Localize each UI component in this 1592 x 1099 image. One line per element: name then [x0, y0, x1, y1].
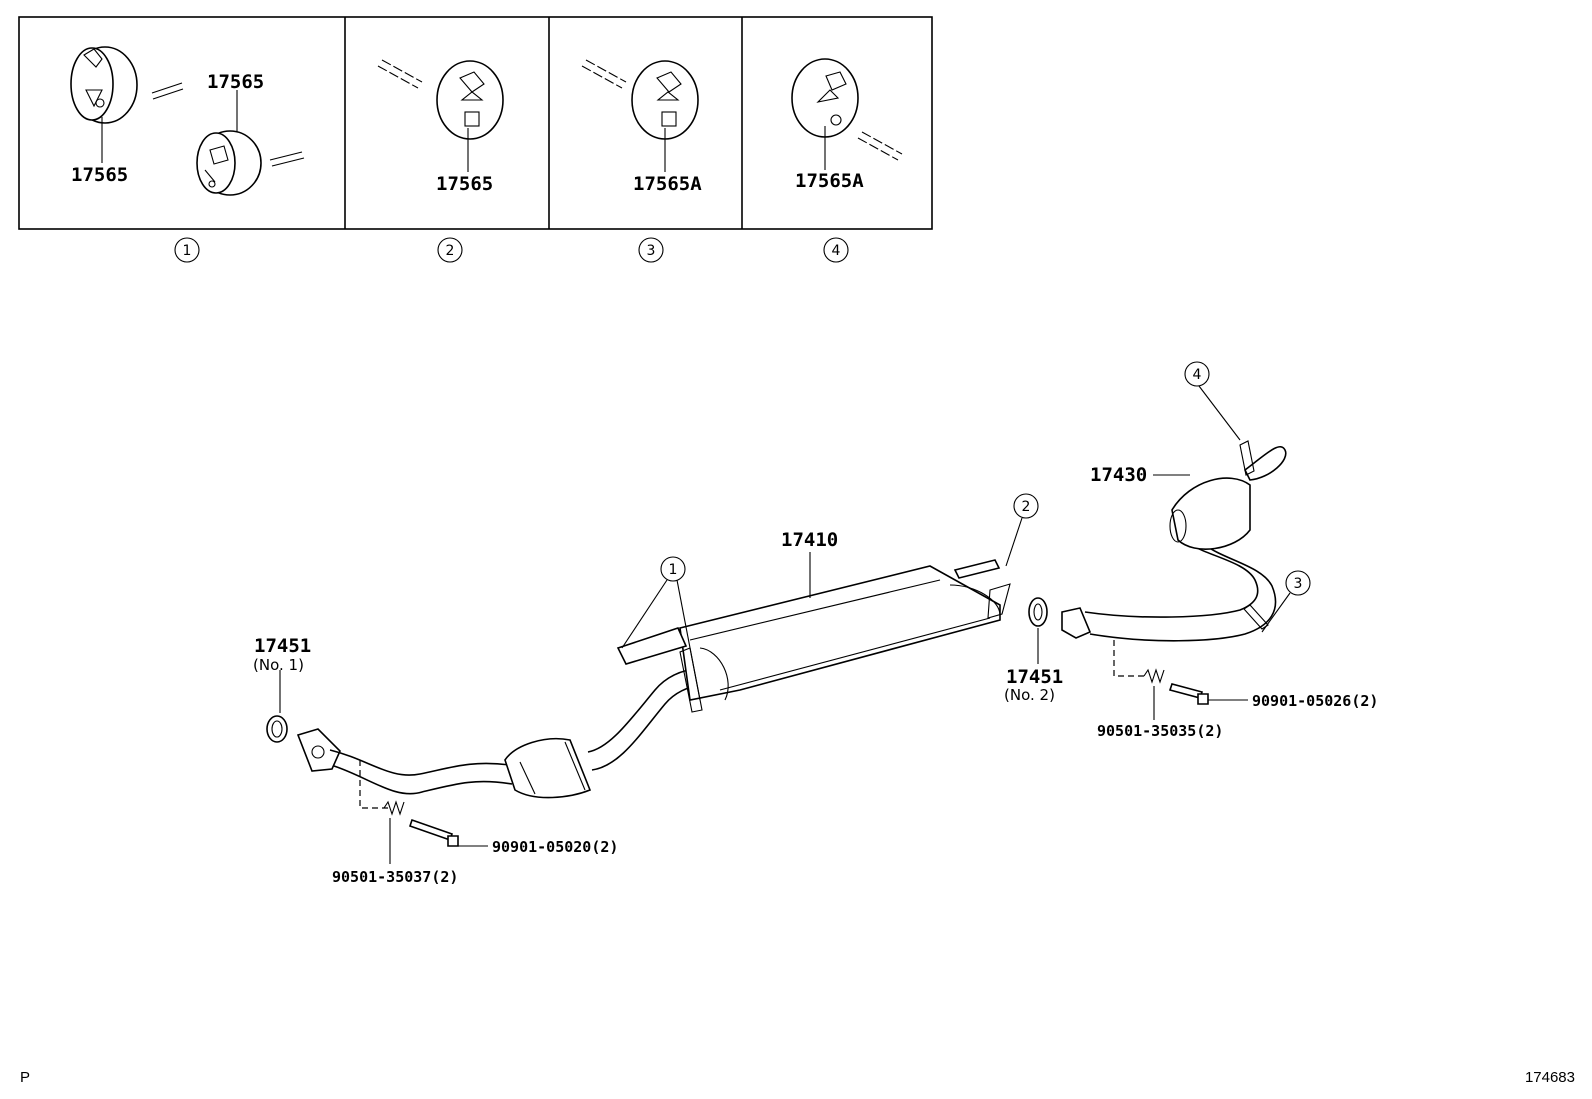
rubber-hanger-icon: [631, 60, 699, 140]
catalytic-converter: [504, 737, 592, 799]
rear-bolt-number: 90901-05026(2): [1252, 692, 1378, 710]
callout-1: 1: [621, 556, 701, 701]
tail-pipe-number: 17430: [1090, 464, 1147, 486]
inset-number-3: 3: [638, 237, 664, 263]
spring-icon: [1143, 668, 1165, 684]
front-gasket-note: (No. 1): [253, 656, 304, 674]
inset-number-2: 2: [437, 237, 463, 263]
front-bolt-number: 90901-05020(2): [492, 838, 618, 856]
rubber-hanger-icon: [196, 130, 262, 196]
spring-icon: [383, 800, 405, 816]
front-fasteners: 90501-35037(2) 90901-05020(2): [332, 760, 618, 886]
svg-text:3: 3: [647, 243, 656, 259]
rubber-hanger-icon: [791, 58, 859, 138]
svg-text:3: 3: [1294, 576, 1303, 592]
inset-2-label: 17565: [436, 173, 493, 195]
corner-mark: P: [20, 1069, 30, 1086]
svg-text:2: 2: [446, 243, 455, 259]
rear-gasket-note: (No. 2): [1004, 686, 1055, 704]
inset-panel-4: 17565A: [791, 58, 903, 192]
rear-fasteners: 90501-35035(2) 90901-05026(2): [1097, 640, 1378, 740]
inset-number-1: 1: [174, 237, 200, 263]
inset-3-label: 17565A: [633, 173, 702, 195]
center-pipe-number: 17410: [781, 529, 838, 551]
inset-4-label: 17565A: [795, 170, 864, 192]
front-spring-number: 90501-35037(2): [332, 868, 458, 886]
rear-spring-number: 90501-35035(2): [1097, 722, 1223, 740]
rear-gasket-number: 17451: [1006, 666, 1063, 688]
exhaust-assembly: 17451 (No. 1): [253, 361, 1378, 886]
callout-4: 4: [1184, 361, 1241, 441]
inset-1-label-b: 17565: [207, 71, 264, 93]
diagram-id: 174683: [1525, 1069, 1575, 1086]
svg-text:4: 4: [832, 243, 841, 259]
callout-3: 3: [1261, 570, 1311, 633]
rubber-hanger-icon: [70, 46, 138, 124]
front-gasket-number: 17451: [254, 635, 311, 657]
tail-muffler: [1169, 446, 1287, 550]
bolt-icon: [1168, 683, 1209, 705]
inset-panel-2: 17565: [377, 59, 504, 195]
rubber-hanger-icon: [436, 60, 504, 140]
rear-gasket: 17451 (No. 2): [1004, 597, 1063, 704]
inset-1-label-a: 17565: [71, 164, 128, 186]
hanger-inset-table: 17565 17565 17565: [18, 16, 933, 263]
muffler: [679, 565, 1001, 701]
center-pipe: 17410: [296, 529, 1011, 799]
tail-pipe: 17430: [1061, 440, 1287, 642]
inset-number-4: 4: [823, 237, 849, 263]
svg-text:1: 1: [669, 562, 678, 578]
svg-text:4: 4: [1193, 367, 1202, 383]
svg-text:2: 2: [1022, 499, 1031, 515]
inset-panel-3: 17565A: [581, 59, 702, 195]
front-gasket: 17451 (No. 1): [253, 635, 311, 743]
callout-2: 2: [1005, 493, 1039, 567]
inset-panel-1: 17565 17565: [70, 46, 305, 196]
bolt-icon: [408, 818, 459, 847]
svg-text:1: 1: [183, 243, 192, 259]
